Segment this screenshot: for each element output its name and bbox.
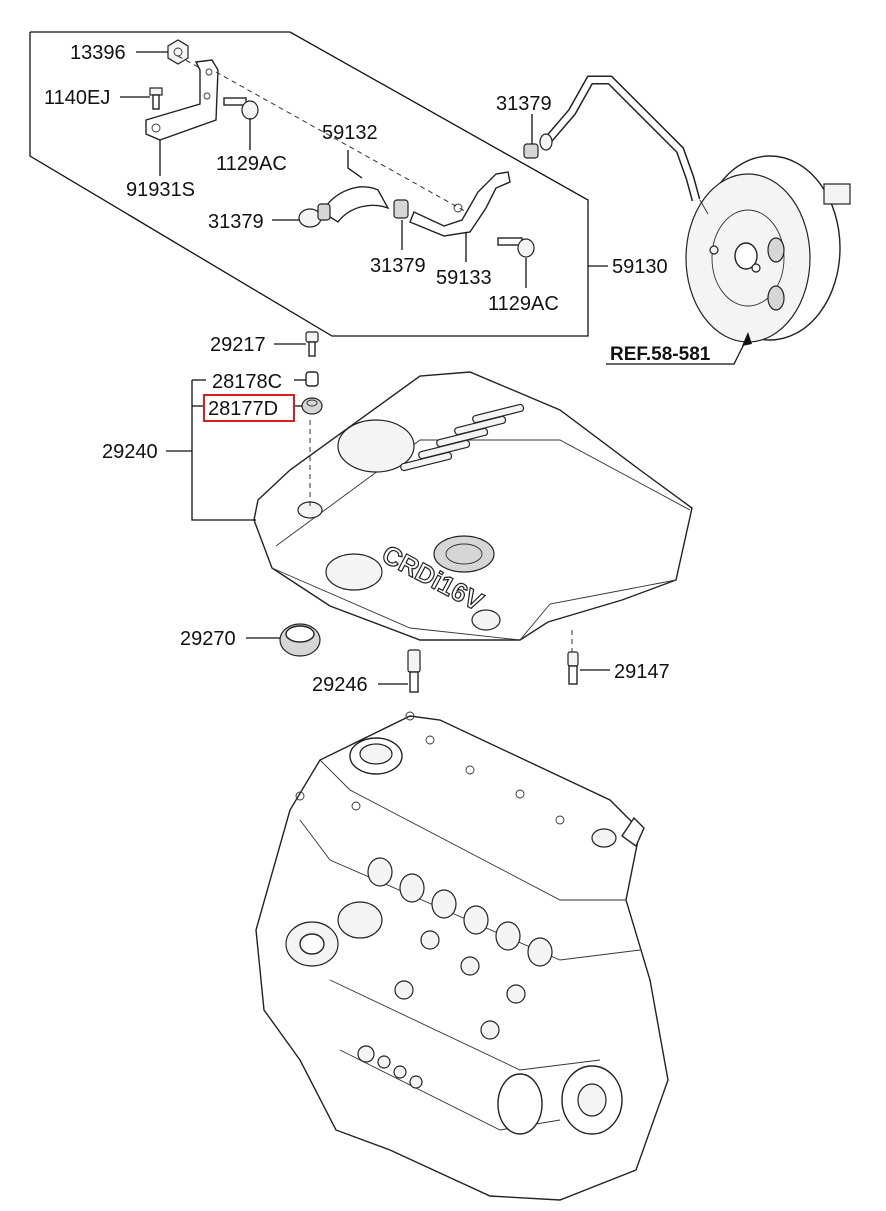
label-29270[interactable]: 29270 (180, 628, 236, 650)
bolt-1129ac-lower-part[interactable] (497, 237, 535, 258)
leader-lines (120, 51, 752, 685)
vacuum-line-part[interactable] (544, 75, 701, 202)
stud-29246-part[interactable] (407, 649, 421, 693)
label-31379-middle[interactable]: 31379 (370, 255, 426, 277)
part-labels: 13396 1140EJ 1129AC 91931S 59132 31379 3… (44, 42, 711, 696)
highlight-box-28177d (203, 394, 295, 422)
clamp-31379-left-part[interactable] (298, 203, 331, 228)
clamp-31379-middle-part[interactable] (393, 199, 409, 219)
label-59133[interactable]: 59133 (436, 267, 492, 289)
intake-ports (367, 857, 553, 967)
brake-booster-part[interactable] (685, 155, 851, 343)
insulator-29270-part[interactable] (279, 623, 321, 657)
label-1140ej[interactable]: 1140EJ (44, 87, 110, 109)
stud-29147-part[interactable] (567, 651, 579, 685)
bolt-1140ej-part[interactable] (149, 87, 163, 110)
engine-cover-29240-part[interactable]: CRDi16V (253, 371, 693, 641)
bolt-29217-part[interactable] (305, 331, 319, 357)
label-59130[interactable]: 59130 (612, 256, 668, 278)
nut-13396-part[interactable] (167, 39, 189, 65)
label-29147[interactable]: 29147 (614, 661, 670, 683)
pipe-59133-part[interactable] (409, 171, 511, 237)
clamp-31379-right-part[interactable] (523, 133, 553, 159)
cam-cover-bolts (295, 711, 565, 825)
bolt-1129ac-upper-part[interactable] (223, 97, 259, 120)
label-1129ac-upper[interactable]: 1129AC (216, 153, 287, 175)
bracket-91931s-part[interactable] (145, 59, 219, 141)
label-reference[interactable]: REF.58-581 (610, 344, 711, 365)
engine-assembly-illustration (255, 711, 669, 1201)
block-plugs (357, 930, 526, 1089)
label-31379-left[interactable]: 31379 (208, 211, 264, 233)
label-91931s[interactable]: 91931S (126, 179, 195, 201)
label-29246[interactable]: 29246 (312, 674, 368, 696)
hose-59132-part[interactable] (321, 186, 390, 223)
label-28177d[interactable]: 28177D (208, 398, 278, 420)
label-13396[interactable]: 13396 (70, 42, 126, 64)
label-29217[interactable]: 29217 (210, 334, 266, 356)
grommet-28178c-part[interactable] (305, 371, 319, 387)
cover-rib-slots (400, 403, 525, 472)
label-28178c[interactable]: 28178C (212, 371, 282, 393)
label-31379-right[interactable]: 31379 (496, 93, 552, 115)
label-1129ac-lower[interactable]: 1129AC (488, 293, 559, 315)
label-59132[interactable]: 59132 (322, 122, 378, 144)
label-29240[interactable]: 29240 (102, 441, 158, 463)
vacuum-hose-assembly-box (29, 31, 589, 337)
grommet-28177d-part[interactable] (301, 397, 323, 415)
